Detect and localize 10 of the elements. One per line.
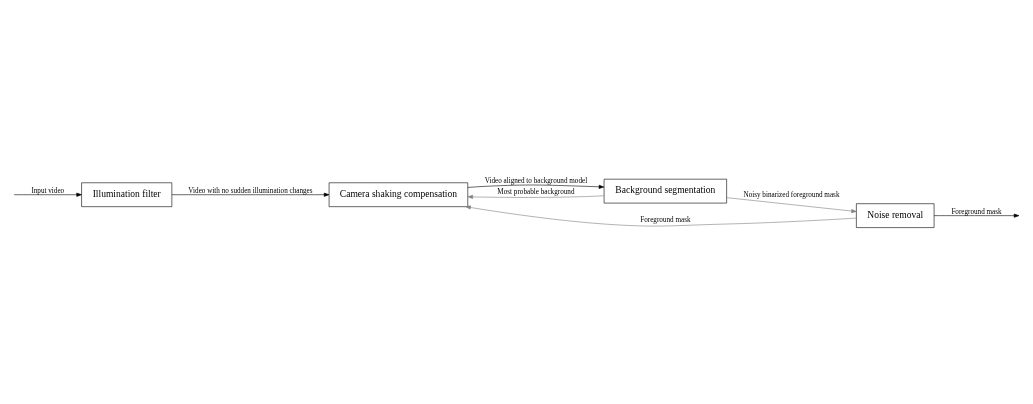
arrow [465, 205, 857, 226]
arrow [467, 184, 605, 189]
arrow [13, 192, 82, 197]
arrow [726, 196, 857, 213]
arrow [933, 213, 1020, 218]
node-box: Illumination filter [81, 181, 173, 207]
arrow [467, 194, 605, 199]
node-box: Noise removal [856, 202, 935, 228]
node-box: Background segmentation [603, 178, 727, 203]
arrow [171, 192, 330, 197]
